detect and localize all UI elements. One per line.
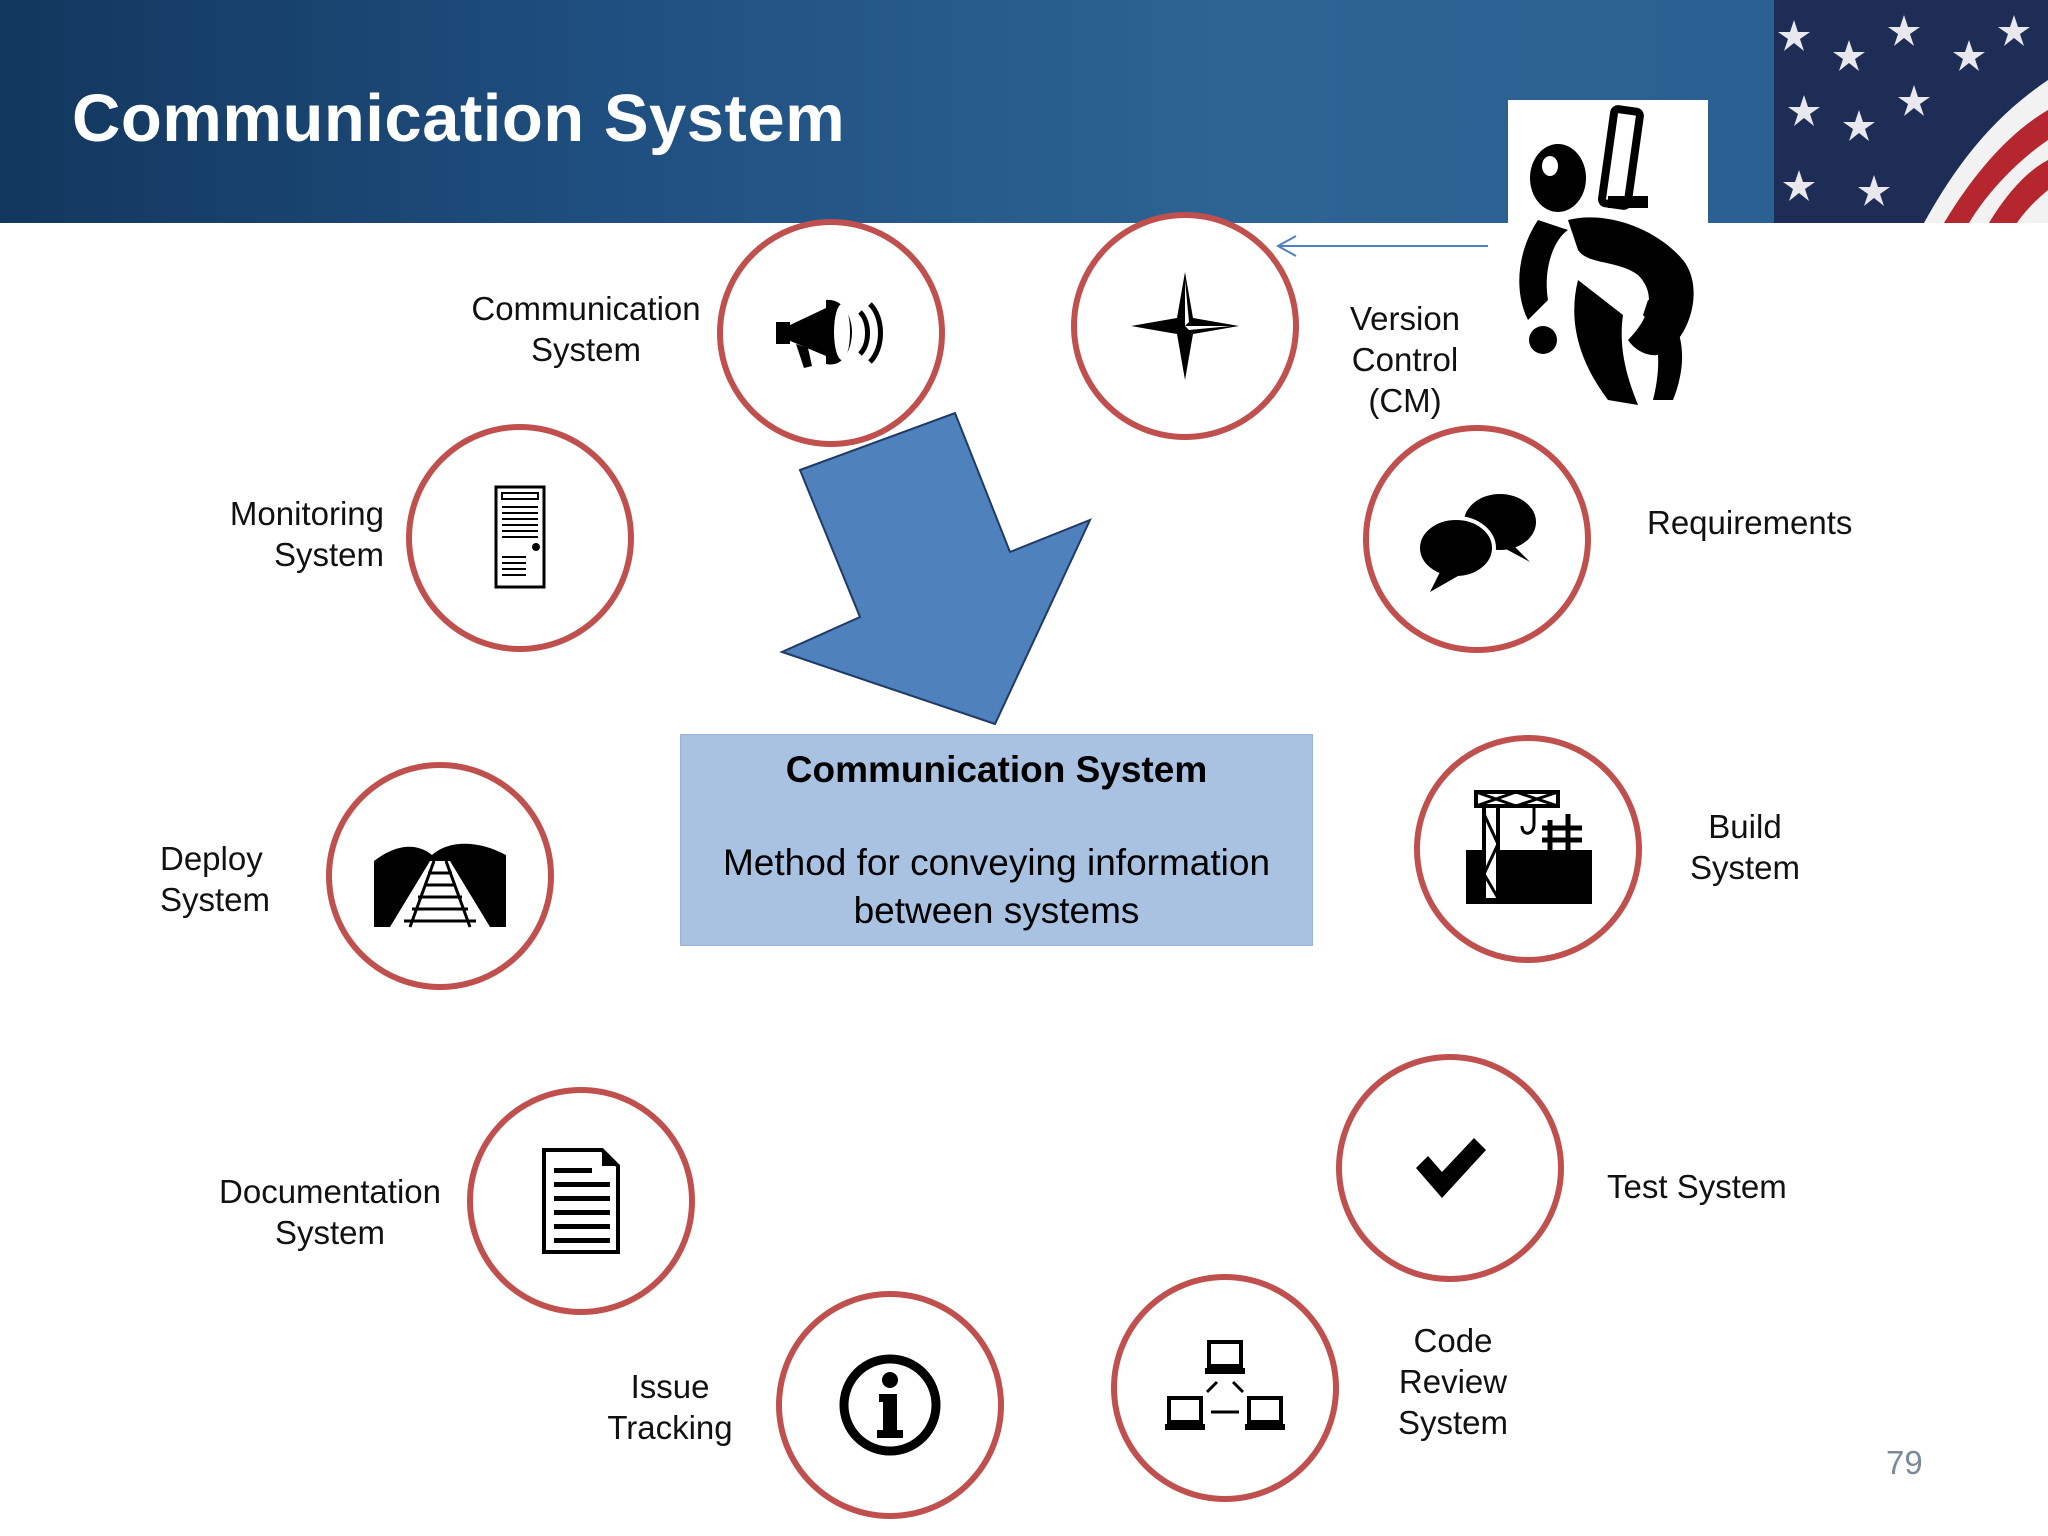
checkmark-icon	[1416, 1138, 1486, 1198]
definition-title: Communication System	[785, 749, 1208, 790]
construction-crane-icon	[1466, 790, 1592, 904]
node-documentation-system	[467, 1087, 695, 1315]
label-communication-system: Communication System	[471, 290, 701, 368]
node-monitoring-system	[406, 424, 634, 652]
railroad-track-icon	[374, 843, 506, 928]
node-requirements	[1363, 425, 1591, 653]
network-computers-icon	[1165, 1340, 1285, 1430]
slide-title: Communication System	[72, 81, 846, 156]
node-version-control	[1071, 212, 1299, 440]
page-number: 79	[1886, 1444, 1923, 1481]
definition-box: Communication System Method for conveyin…	[680, 734, 1313, 946]
node-deploy-system	[326, 762, 554, 990]
label-requirements: Requirements	[1647, 504, 1853, 541]
mascot-joystick-image	[1508, 100, 1708, 405]
label-test-system: Test System	[1607, 1168, 1787, 1205]
label-build-system: Build System	[1689, 808, 1801, 886]
label-version-control: Version Control (CM)	[1349, 300, 1461, 419]
node-test-system	[1336, 1054, 1564, 1282]
node-issue-tracking	[776, 1291, 1004, 1519]
node-code-review-system	[1111, 1274, 1339, 1502]
document-icon	[542, 1148, 620, 1254]
connector-arrowhead	[1275, 235, 1297, 257]
info-icon	[839, 1354, 941, 1456]
compass-star-icon	[1131, 272, 1239, 380]
label-issue-tracking: Issue Tracking	[607, 1368, 733, 1446]
megaphone-icon	[776, 299, 883, 368]
big-down-arrow	[779, 411, 1092, 726]
speech-bubbles-icon	[1416, 494, 1536, 592]
server-tower-icon	[494, 485, 546, 589]
node-build-system	[1414, 735, 1642, 963]
node-communication-system	[717, 219, 945, 447]
label-monitoring-system: Monitoring System	[229, 495, 384, 573]
label-deploy-system: Deploy System	[160, 840, 271, 918]
american-flag-image	[1774, 0, 2048, 223]
definition-text: Method for conveying information between…	[722, 842, 1271, 931]
label-documentation-system: Documentation System	[219, 1173, 441, 1251]
label-code-review-system: Code Review System	[1397, 1322, 1509, 1441]
